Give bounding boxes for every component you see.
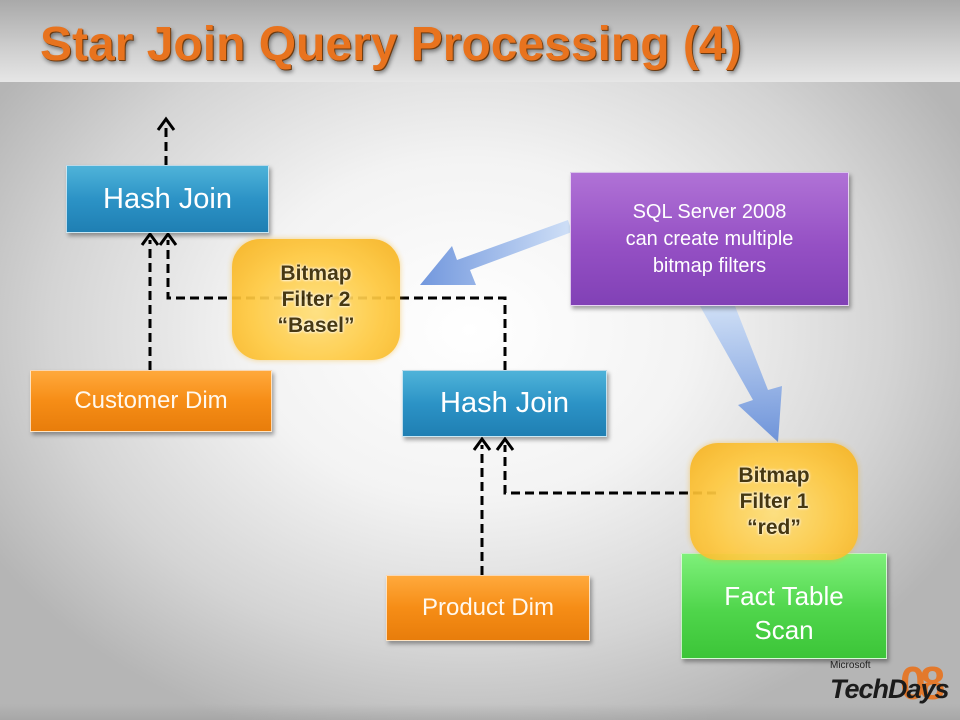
filter1-probe-arrow [495, 436, 716, 495]
callout-arrow-to-filter1 [700, 306, 782, 442]
product-dim-box: Product Dim [386, 575, 590, 641]
hash-join-mid-box: Hash Join [402, 370, 607, 437]
customer-dim-box: Customer Dim [30, 370, 272, 432]
techdays-logo: 08 Microsoft TechDays [830, 657, 950, 712]
bottom-stripe [0, 704, 960, 720]
fact-table-scan-box: Fact Table Scan [681, 553, 887, 659]
hash-join-top-label: Hash Join [103, 182, 232, 215]
bitmap-filter-2-line-1: Bitmap [280, 261, 352, 285]
slide-title: Star Join Query Processing (4) [40, 18, 742, 71]
bitmap-filter-2-line-3: “Basel” [277, 313, 355, 337]
logo-vendor: Microsoft [830, 660, 871, 671]
callout-line-3: bitmap filters [652, 254, 767, 277]
customer-to-hashjoin-arrow [140, 231, 160, 370]
bitmap-filter-1: Bitmap Filter 1 “red” [690, 443, 858, 560]
bitmap-filter-2-line-2: Filter 2 [281, 287, 351, 311]
fact-table-scan-label: Fact Table Scan [724, 581, 844, 645]
logo-event: TechDays [830, 674, 950, 704]
logo-year: 08 [900, 657, 945, 709]
hash-join-mid-label: Hash Join [440, 387, 569, 419]
bitmap-filter-2: Bitmap Filter 2 “Basel” [232, 239, 400, 360]
callout-arrow-to-filter2 [420, 220, 572, 285]
title-band [0, 0, 960, 82]
callout-box: SQL Server 2008 can create multiple bitm… [570, 172, 849, 306]
bitmap-filter-1-line-1: Bitmap [738, 463, 810, 487]
product-dim-label: Product Dim [421, 594, 555, 621]
customer-dim-label: Customer Dim [74, 387, 228, 414]
output-arrow [156, 116, 176, 165]
callout-line-2: can create multiple [625, 227, 794, 250]
callout-line-1: SQL Server 2008 [632, 200, 787, 223]
bitmap-filter-1-line-2: Filter 1 [739, 489, 809, 513]
bitmap-filter-1-line-3: “red” [747, 515, 801, 539]
hash-join-top-box: Hash Join [66, 165, 269, 233]
product-to-hashjoin-arrow [472, 436, 492, 575]
